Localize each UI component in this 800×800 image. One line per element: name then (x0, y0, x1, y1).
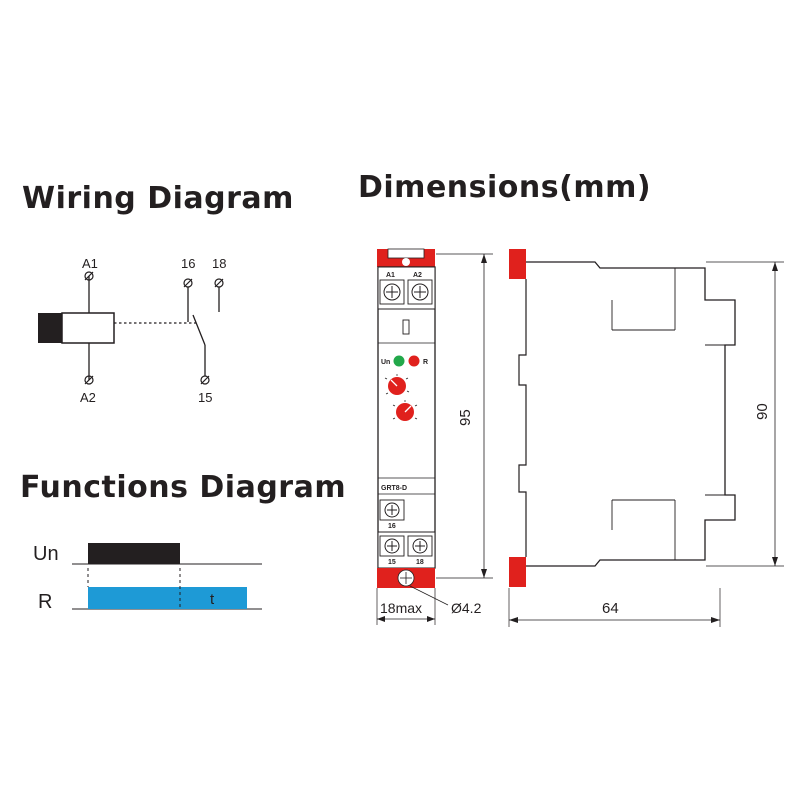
un-pulse (88, 543, 180, 564)
side-profile-outline (526, 261, 736, 567)
indicator-r-label: R (423, 359, 428, 366)
side-top-clip (509, 249, 526, 279)
delay-t-label: t (210, 591, 215, 608)
depth-64-dimension: 64 (508, 588, 721, 627)
label-slot (402, 319, 410, 335)
wiring-diagram: A1 A2 16 18 15 (38, 256, 226, 405)
terminal-16-icon (183, 278, 193, 288)
front-terminal-15: 15 (388, 559, 396, 566)
terminal-15-icon (200, 375, 210, 385)
time-range-knob-icon (384, 374, 410, 395)
terminal-a2-label: A2 (80, 390, 96, 405)
wiring-diagram-title: Wiring Diagram (22, 181, 294, 216)
time-setting-knob-icon (392, 400, 418, 421)
height-95-dimension: 95 (436, 253, 493, 579)
screw-icon (379, 499, 405, 521)
height-90-dimension: 90 (706, 261, 784, 567)
functions-diagram: Un R t (33, 543, 262, 613)
relay-coil (61, 312, 115, 344)
screw-icon (407, 279, 433, 305)
coil-black-block (38, 313, 62, 343)
depth-64-label: 64 (602, 600, 619, 617)
terminal-16-label: 16 (181, 256, 195, 271)
front-terminal-16: 16 (388, 523, 396, 530)
power-led-icon (393, 355, 405, 367)
terminal-a1-icon (84, 271, 94, 281)
terminal-a2-icon (84, 375, 94, 385)
terminal-18-icon (214, 278, 224, 288)
terminal-15-label: 15 (198, 390, 212, 405)
height-95-label: 95 (457, 409, 474, 426)
functions-diagram-title: Functions Diagram (20, 470, 347, 505)
screw-icon (379, 535, 405, 557)
front-terminal-18: 18 (416, 559, 424, 566)
width-18-dimension: 18max Ø4.2 (376, 585, 482, 625)
front-terminal-a2: A2 (413, 272, 422, 279)
front-terminal-a1: A1 (386, 272, 395, 279)
switch-blade (192, 314, 206, 346)
screw-icon (379, 279, 405, 305)
screw-icon (407, 535, 433, 557)
side-bottom-clip (509, 557, 526, 587)
bottom-din-clip (377, 568, 435, 588)
din-rail-slot (518, 279, 527, 557)
side-view: 90 64 (508, 249, 784, 627)
height-90-label: 90 (754, 403, 771, 420)
r-pulse (88, 587, 247, 609)
relay-led-icon (408, 355, 420, 367)
dimensions-title: Dimensions(mm) (358, 170, 652, 205)
model-label: GRT8-D (381, 485, 407, 492)
terminal-18-label: 18 (212, 256, 226, 271)
signal-r-label: R (38, 591, 52, 613)
top-din-clip (377, 248, 435, 267)
hole-diameter-label: Ø4.2 (451, 600, 482, 616)
indicator-un-label: Un (381, 359, 390, 366)
terminal-a1-label: A1 (82, 256, 98, 271)
front-view: A1 A2 Un R (376, 248, 493, 625)
signal-un-label: Un (33, 543, 59, 565)
width-18max-label: 18max (380, 600, 422, 616)
